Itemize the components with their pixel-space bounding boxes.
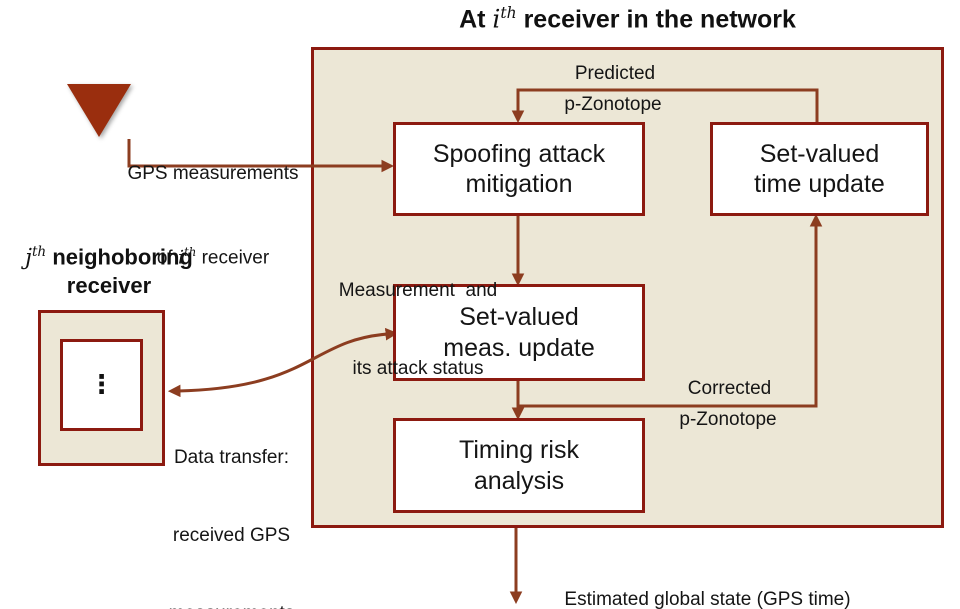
label-predicted-pzonotope: p-Zonotope — [564, 94, 662, 115]
label-data-transfer: Data transfer: received GPS measurements… — [169, 447, 295, 609]
label-measurement-status: Measurement and its attack status — [338, 280, 498, 379]
box-label-line: Spoofing attack — [432, 139, 606, 168]
box-label-line: Set-valued — [759, 139, 880, 168]
title-post: receiver in the network — [516, 5, 796, 34]
box-timing-risk-analysis: Timing risk analysis — [393, 418, 645, 513]
box-label-line: Timing risk — [459, 436, 579, 464]
arrow-data-transfer — [167, 327, 399, 398]
arrow-corrected-pzonotope — [518, 213, 823, 408]
neighbor-title-line1: jth neighoboring — [25, 244, 193, 271]
box-spoofing-attack-mitigation: Spoofing attack mitigation — [393, 122, 645, 216]
neighbor-receiver-inner-box: ⋮ — [60, 339, 143, 431]
box-label-line: Set-valued — [459, 303, 579, 331]
title-var-i: i — [492, 4, 501, 34]
box-set-valued-time-update: Set-valued time update — [710, 122, 929, 216]
title-pre: At — [459, 5, 493, 34]
label-corrected-pzonotope: p-Zonotope — [679, 409, 777, 430]
label-neighbor-receiver: jth neighoboring receiver — [0, 238, 218, 300]
label-corrected: Corrected — [687, 378, 772, 399]
title-sup-th: th — [500, 4, 517, 22]
box-label-line: mitigation — [465, 170, 573, 198]
box-label-line: time update — [754, 170, 885, 198]
gps-antenna-icon — [67, 84, 131, 137]
box-set-valued-meas-update: Set-valued meas. update — [393, 284, 645, 381]
label-predicted: Predicted — [574, 63, 656, 84]
label-output: Estimated global state (GPS time) and ti… — [564, 589, 851, 609]
box-label-line: analysis — [473, 466, 565, 495]
label-gps-measurements: GPS measurements of ith receiver — [115, 109, 311, 323]
neighbor-title-line2: receiver — [66, 273, 152, 299]
gps-label-line1: GPS measurements — [127, 163, 299, 184]
arrow-gps-to-spoofing — [127, 139, 395, 173]
arrow-predicted-pzonotope — [511, 88, 819, 124]
box-label-line: meas. update — [443, 333, 595, 362]
gps-label-line2: of ith receiver — [156, 245, 270, 269]
diagram-title: At ith receiver in the network — [311, 4, 944, 34]
vertical-ellipsis-icon: ⋮ — [88, 370, 115, 400]
